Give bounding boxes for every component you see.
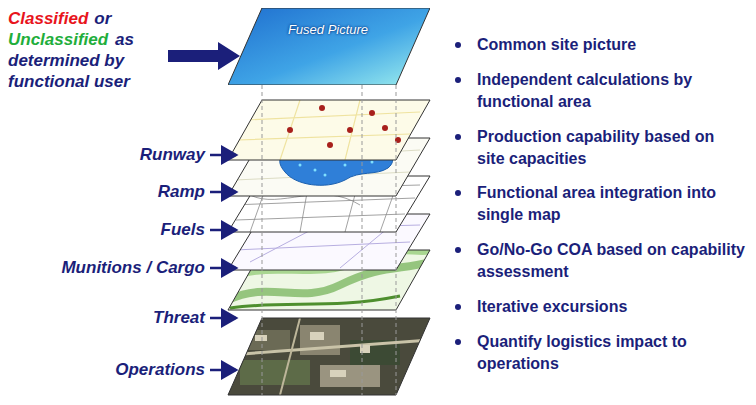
classification-word: Classified [8,8,91,29]
connector-word: or [94,8,115,29]
bullet-dot [455,190,461,196]
bullet-dot [455,247,461,253]
layer-label: Munitions / Cargo [60,257,205,278]
bullet-dot [455,134,461,140]
layer-label: Threat [40,307,205,328]
operations-layer [220,315,435,400]
bullet-dot [455,42,461,48]
bullet-text: Quantify logistics impact to operations [477,331,745,375]
bullet-text: Common site picture [477,34,745,56]
bullet-dot [455,339,461,345]
bullet-text: Production capability based on site capa… [477,126,745,170]
bullet-text: Iterative excursions [477,296,745,318]
layer-outline [228,8,430,85]
layer-label: Runway [40,144,205,165]
bullet-dot [455,304,461,310]
note-text: as determined by functional user [8,29,170,92]
bullet-text: Independent calculations by functional a… [477,69,745,113]
bullet-text: Go/No-Go COA based on capability assessm… [477,239,745,283]
layer-title: Fused Picture [268,22,388,37]
text-holder: Fused Picture [268,22,388,37]
bullet-text: Functional area integration into single … [477,182,745,226]
bullet-dot [455,77,461,83]
layer-label: Ramp [40,181,205,202]
classification-word: Unclassified [8,29,111,50]
layer-label: Fuels [40,219,205,240]
fused-picture-layer: Fused Picture [228,8,430,85]
layer-label: Operations [40,359,205,380]
